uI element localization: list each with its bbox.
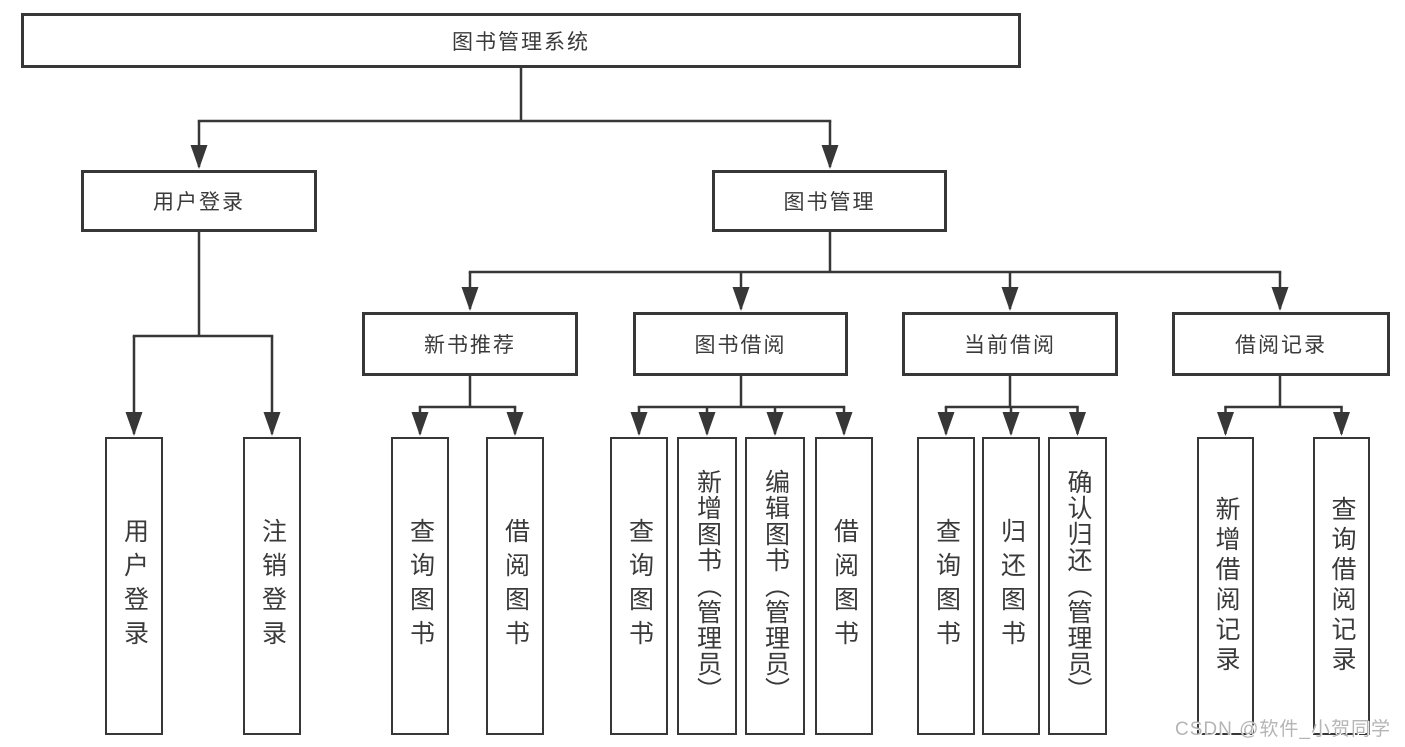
node-current-borrowing: 当前借阅 (902, 312, 1118, 376)
leaf-label: 用户登录 (120, 518, 149, 654)
leaf-label: 查询图书 (932, 518, 961, 654)
leaf-query-books: 查询图书 (610, 437, 668, 735)
leaf-confirm-return-admin: 确认归还（管理员） (1048, 437, 1107, 735)
leaf-label: 借阅图书 (830, 518, 859, 654)
node-label: 新书推荐 (424, 334, 516, 357)
leaf-borrow-books: 借阅图书 (486, 437, 544, 735)
leaf-return-books: 归还图书 (982, 437, 1040, 735)
leaf-label: 查询图书 (406, 518, 435, 654)
connector-book-management-branch (468, 232, 1282, 309)
leaf-logout: 注销登录 (243, 437, 301, 735)
leaf-label: 查询图书 (625, 518, 654, 654)
leaf-query-books: 查询图书 (917, 437, 975, 735)
node-borrowing-records: 借阅记录 (1172, 312, 1390, 376)
leaf-label: 查询借阅记录 (1328, 496, 1356, 676)
leaf-label: 新增图书（管理员） (693, 469, 722, 703)
connector-new-book-branch (418, 376, 517, 434)
node-new-book-recommendation: 新书推荐 (362, 312, 578, 376)
connector-borrow-records-branch (1224, 376, 1343, 434)
connector-book-borrow-branch (637, 376, 846, 434)
leaf-label: 借阅图书 (501, 518, 530, 654)
node-label: 图书借阅 (694, 334, 787, 357)
leaf-label: 编辑图书（管理员） (761, 469, 790, 703)
leaf-user-login: 用户登录 (105, 437, 163, 735)
node-label: 当前借阅 (964, 334, 1056, 357)
leaf-edit-books-admin: 编辑图书（管理员） (745, 437, 805, 735)
leaf-add-books-admin: 新增图书（管理员） (677, 437, 737, 735)
node-label: 借阅记录 (1235, 334, 1327, 357)
arrow-down-icons (125, 145, 1350, 436)
leaf-label: 新增借阅记录 (1212, 496, 1240, 676)
connector-root-to-level2 (197, 68, 832, 167)
node-label: 用户登录 (153, 191, 245, 214)
leaf-label: 确认归还（管理员） (1064, 469, 1092, 703)
node-label: 图书管理 (783, 191, 876, 214)
csdn-watermark: CSDN @软件_小贺同学 (1175, 719, 1391, 740)
node-book-management: 图书管理 (712, 170, 947, 232)
leaf-label: 注销登录 (258, 518, 287, 654)
node-user-login: 用户登录 (81, 170, 317, 232)
node-library-management-system: 图书管理系统 (21, 13, 1021, 68)
node-label: 图书管理系统 (452, 30, 590, 54)
leaf-add-borrow-record: 新增借阅记录 (1197, 437, 1254, 735)
leaf-label: 归还图书 (997, 518, 1026, 654)
leaf-borrow-books: 借阅图书 (815, 437, 873, 735)
leaf-query-borrow-records: 查询借阅记录 (1313, 437, 1370, 735)
leaf-query-books: 查询图书 (391, 437, 449, 735)
connector-user-login-branch (132, 232, 274, 434)
node-book-borrowing: 图书借阅 (633, 312, 848, 376)
